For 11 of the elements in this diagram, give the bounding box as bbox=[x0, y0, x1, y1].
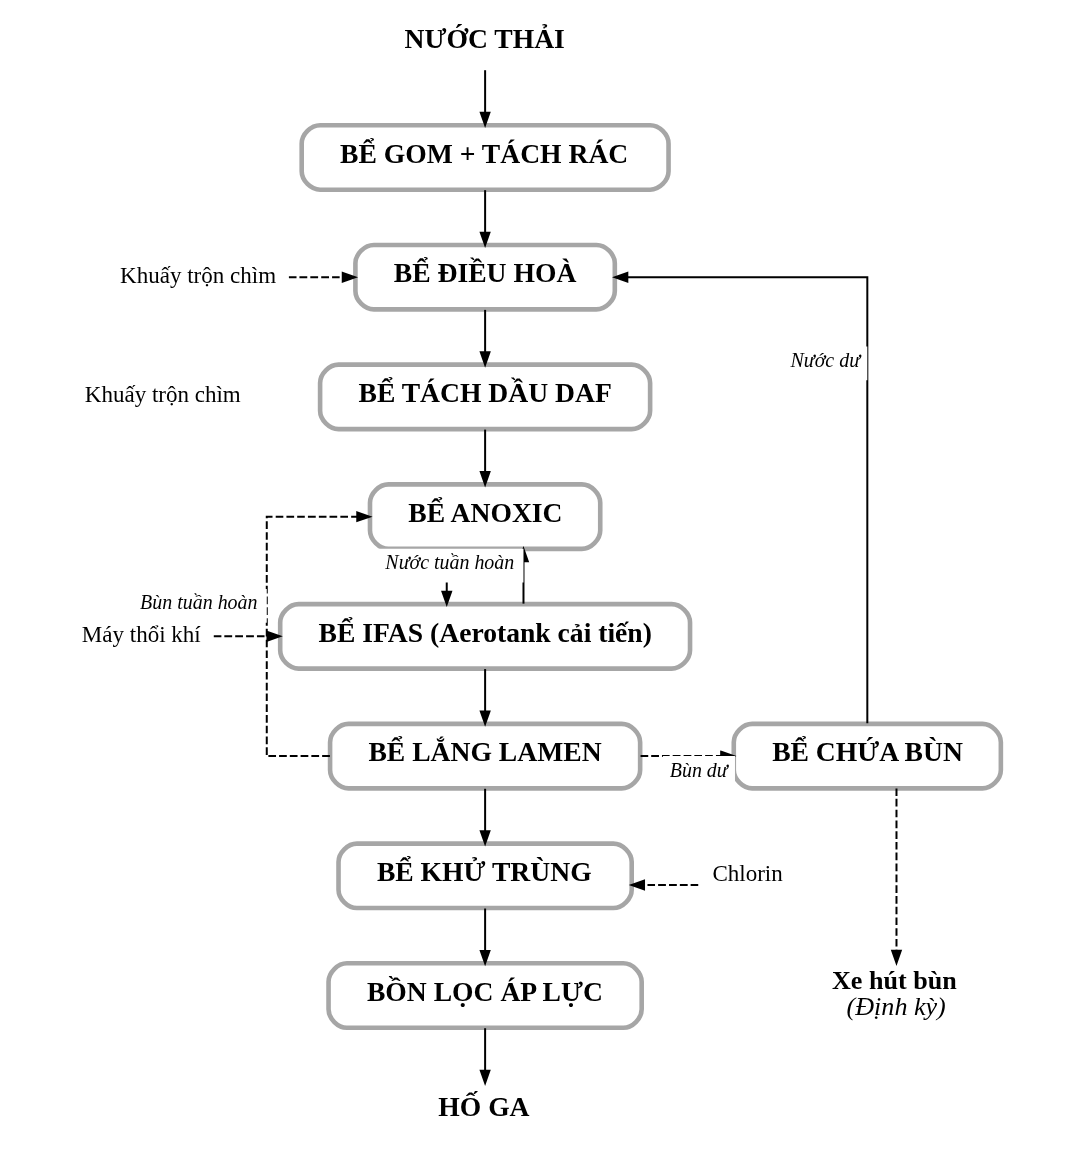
edge-label: Nước tuần hoàn bbox=[385, 551, 515, 574]
edge-label: Bùn dư bbox=[669, 758, 728, 781]
edge-label: Bùn tuần hoàn bbox=[140, 591, 258, 614]
node-text: Khuấy trộn chìm bbox=[120, 261, 277, 288]
node-text: Xe hút bùn (Định kỳ) bbox=[832, 965, 957, 1021]
node-text: Máy thổi khí bbox=[81, 620, 201, 647]
node-text: NƯỚC THẢI bbox=[404, 22, 565, 54]
node-text: Chlorin bbox=[712, 860, 783, 887]
label: Khuấy trộn chìm bbox=[84, 381, 241, 408]
edge-label: Nước dư bbox=[790, 348, 861, 371]
node-text: HỐ GA bbox=[438, 1090, 530, 1122]
